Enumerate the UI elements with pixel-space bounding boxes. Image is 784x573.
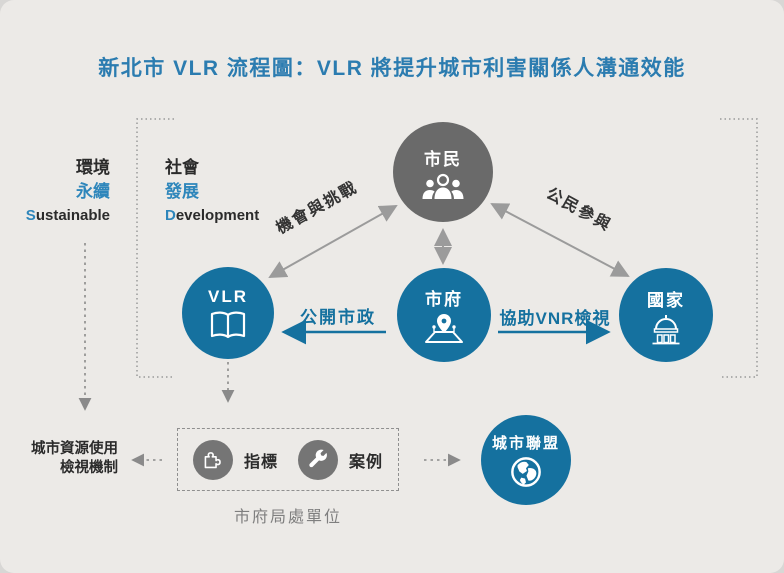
indicators-icon-circle bbox=[192, 439, 233, 480]
node-city-government: 市府 bbox=[397, 268, 491, 362]
cases-item: 案例 bbox=[298, 439, 384, 480]
node-citizens: 市民 bbox=[393, 122, 493, 222]
bureau-units-box: 指標 案例 bbox=[177, 428, 399, 491]
edge-label-open-city: 公開市政 bbox=[300, 308, 376, 327]
diagram-title: 新北市 VLR 流程圖：VLR 將提升城市利害關係人溝通效能 bbox=[98, 57, 686, 80]
open-book-icon bbox=[210, 311, 246, 338]
legend-environment: 環境 永續 Sustainable bbox=[8, 156, 110, 228]
legend-env-en: Sustainable bbox=[25, 207, 110, 224]
edge-citizens-nation-arrow bbox=[490, 203, 630, 277]
legend-soc-zh2: 發展 bbox=[165, 182, 199, 201]
cases-icon-circle bbox=[298, 439, 338, 480]
cases-label: 案例 bbox=[349, 453, 384, 471]
node-alliance-label: 城市聯盟 bbox=[491, 435, 560, 452]
people-icon bbox=[422, 173, 464, 199]
node-citizens-label: 市民 bbox=[424, 150, 462, 169]
node-vlr-label: VLR bbox=[208, 286, 248, 306]
indicators-item: 指標 bbox=[192, 439, 278, 480]
node-vlr: VLR bbox=[182, 267, 274, 359]
globe-icon bbox=[511, 457, 541, 487]
node-city-alliance: 城市聯盟 bbox=[481, 415, 571, 505]
review-mechanism-label: 城市資源使用 檢視機制 bbox=[31, 441, 118, 476]
map-pin-icon bbox=[425, 314, 463, 343]
legend-soc-zh1: 社會 bbox=[165, 158, 199, 177]
legend-soc-en: Development bbox=[165, 207, 260, 224]
right-bracket bbox=[720, 118, 758, 378]
node-nation: 國家 bbox=[619, 268, 713, 362]
edge-label-assist-vnr: 協助VNR檢視 bbox=[499, 309, 611, 328]
wrench-icon bbox=[308, 449, 327, 468]
node-citygov-label: 市府 bbox=[425, 290, 463, 309]
government-building-icon bbox=[652, 314, 680, 344]
legend-env-zh2: 永續 bbox=[76, 182, 110, 201]
indicators-label: 指標 bbox=[243, 453, 278, 471]
left-bracket bbox=[136, 118, 174, 378]
legend-society: 社會 發展 Development bbox=[165, 156, 295, 228]
legend-env-zh1: 環境 bbox=[76, 158, 110, 177]
bureau-units-caption: 市府局處單位 bbox=[233, 509, 342, 526]
edge-citizens-vlr-arrow bbox=[268, 205, 398, 278]
node-nation-label: 國家 bbox=[647, 290, 685, 310]
puzzle-icon bbox=[205, 452, 222, 469]
